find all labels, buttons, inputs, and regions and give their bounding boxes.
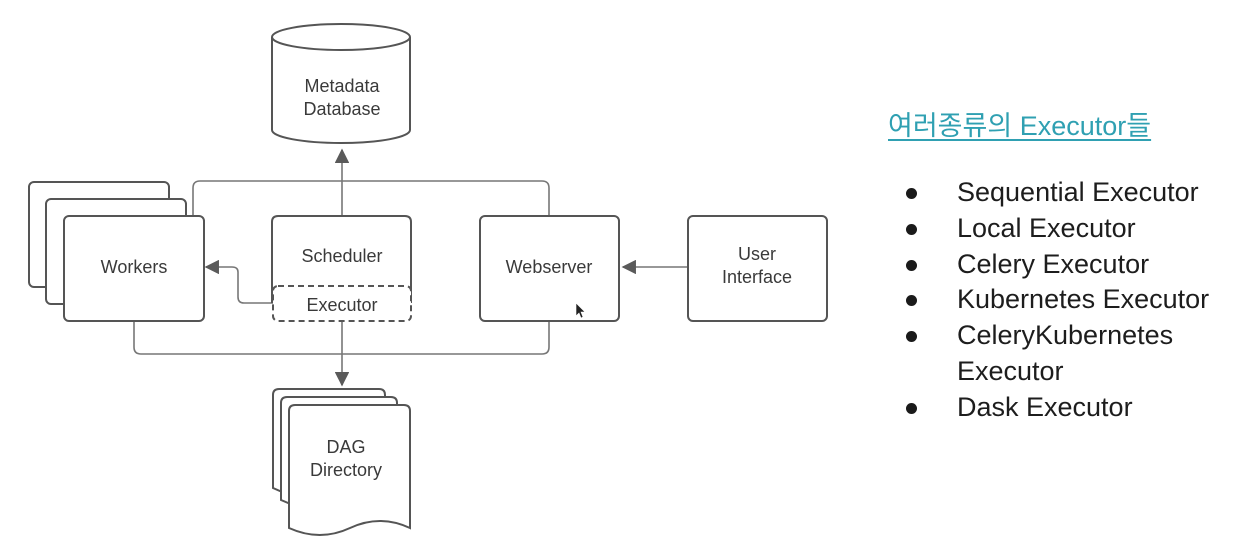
mouse-cursor-icon bbox=[575, 302, 586, 319]
executor-label: Executor bbox=[306, 295, 377, 315]
executor-types-title: 여러종류의 Executor들 bbox=[888, 111, 1152, 141]
webserver-node: Webserver bbox=[479, 215, 620, 322]
list-item-label: Dask Executor bbox=[957, 391, 1133, 422]
dag-doc-front bbox=[288, 404, 411, 536]
webserver-label: Webserver bbox=[506, 257, 593, 277]
bullet-icon bbox=[906, 223, 917, 235]
user-interface-label-line2: Interface bbox=[722, 267, 792, 287]
bullet-icon bbox=[906, 188, 917, 199]
list-item-label: Sequential Executor bbox=[957, 177, 1199, 207]
dag-directory-label-line1: DAG bbox=[326, 437, 365, 457]
airflow-architecture-diagram: Metadata Database Workers Scheduler Exec… bbox=[28, 23, 828, 536]
executor-node: Executor bbox=[272, 285, 412, 322]
executor-to-workers-arrow bbox=[204, 259, 273, 304]
list-item: Dask Executor bbox=[904, 390, 1240, 426]
list-item: Kubernetes Executor bbox=[904, 282, 1240, 318]
dag-directory-label-line2: Directory bbox=[310, 460, 382, 480]
list-item: Sequential Executor bbox=[904, 175, 1240, 211]
bullet-icon bbox=[906, 295, 917, 307]
list-item: CeleryKubernetes Executor bbox=[904, 318, 1240, 390]
executor-types-list: Sequential Executor Local Executor Celer… bbox=[904, 175, 1240, 426]
workers-node: Workers bbox=[28, 181, 205, 322]
connectors bbox=[133, 148, 688, 387]
metadata-database-label-line2: Database bbox=[303, 99, 380, 119]
bullet-icon bbox=[906, 259, 917, 271]
dag-directory-node: DAG Directory bbox=[272, 388, 411, 536]
metadata-database-label-line1: Metadata bbox=[304, 76, 380, 96]
workers-label: Workers bbox=[101, 257, 168, 277]
list-item-label: Kubernetes Executor bbox=[957, 284, 1210, 315]
workers-stack-front bbox=[63, 215, 205, 322]
list-item: Celery Executor bbox=[904, 247, 1240, 283]
user-interface-label-line1: User bbox=[738, 244, 776, 264]
bullet-icon bbox=[906, 402, 917, 414]
list-item-label: CeleryKubernetes Executor bbox=[957, 320, 1174, 386]
bullet-icon bbox=[906, 331, 917, 343]
metadata-database-node: Metadata Database bbox=[271, 23, 411, 144]
list-item: Local Executor bbox=[904, 211, 1240, 247]
top-bus-line bbox=[192, 180, 550, 216]
scheduler-label: Scheduler bbox=[301, 246, 382, 266]
scheduler-node: Scheduler bbox=[271, 215, 412, 303]
list-item-label: Celery Executor bbox=[957, 248, 1150, 279]
list-item-label: Local Executor bbox=[957, 212, 1136, 243]
user-interface-node: User Interface bbox=[687, 215, 828, 322]
